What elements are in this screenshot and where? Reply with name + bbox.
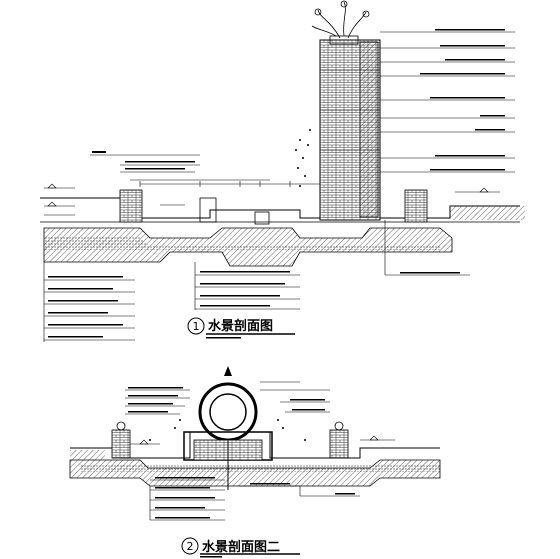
section-1-plant: [311, 0, 370, 45]
section-1-leaders-right: [380, 31, 515, 276]
section-1-drawing: [40, 0, 525, 342]
section-1-planter-left: [119, 189, 143, 223]
section-2-number: 2: [187, 540, 194, 553]
section-2-title-group: 2 水景剖面图二: [181, 537, 300, 558]
section-1-number-circle: [187, 317, 205, 335]
section-1-right-ground: [450, 206, 525, 220]
section-2-ring-tip: [224, 366, 232, 376]
section-1-water-spray: [295, 129, 311, 187]
section-1-level-markers: [44, 183, 500, 216]
section-1-box: [254, 211, 270, 225]
section-1-annot-blocks-top: [92, 151, 195, 170]
section-1-leaders-top: [90, 154, 270, 181]
section-1-layer-text-blocks: [48, 271, 290, 338]
section-2-level-markers: [130, 381, 395, 445]
section-2-planter-right: [329, 429, 349, 459]
section-2-ring-inner: [209, 393, 247, 431]
section-1-title-group: 1 水景剖面图: [187, 317, 295, 339]
section-2-number-circle: [181, 537, 199, 555]
section-2-annot-blocks-top: [128, 387, 325, 413]
section-1-wall-core: [359, 41, 379, 218]
section-2-ground-fill: [69, 459, 441, 487]
section-2-leaders-bottom: [149, 479, 360, 521]
section-2-drawing: [69, 366, 441, 521]
section-1-layer-callouts: [43, 262, 300, 342]
section-1-planter-mid: [199, 197, 217, 223]
section-2-title: 水景剖面图二: [202, 539, 280, 555]
section-1-ground-dots: [44, 236, 440, 250]
section-1-title: 水景剖面图: [208, 318, 273, 334]
section-1-number: 1: [193, 320, 200, 333]
section-1-planter-right: [404, 189, 428, 223]
section-2-left-ground: [70, 450, 105, 460]
section-1-annot-blocks-right: [400, 29, 505, 274]
section-1-ground-line: [40, 197, 520, 219]
section-1-dimension: [139, 181, 321, 187]
section-2-ground-dots: [80, 464, 440, 472]
section-2-leaders-top: [125, 389, 330, 415]
section-2-planter-left: [111, 429, 131, 459]
section-2-water-spray: [149, 419, 306, 441]
section-2-annot-blocks-bottom: [155, 477, 355, 519]
